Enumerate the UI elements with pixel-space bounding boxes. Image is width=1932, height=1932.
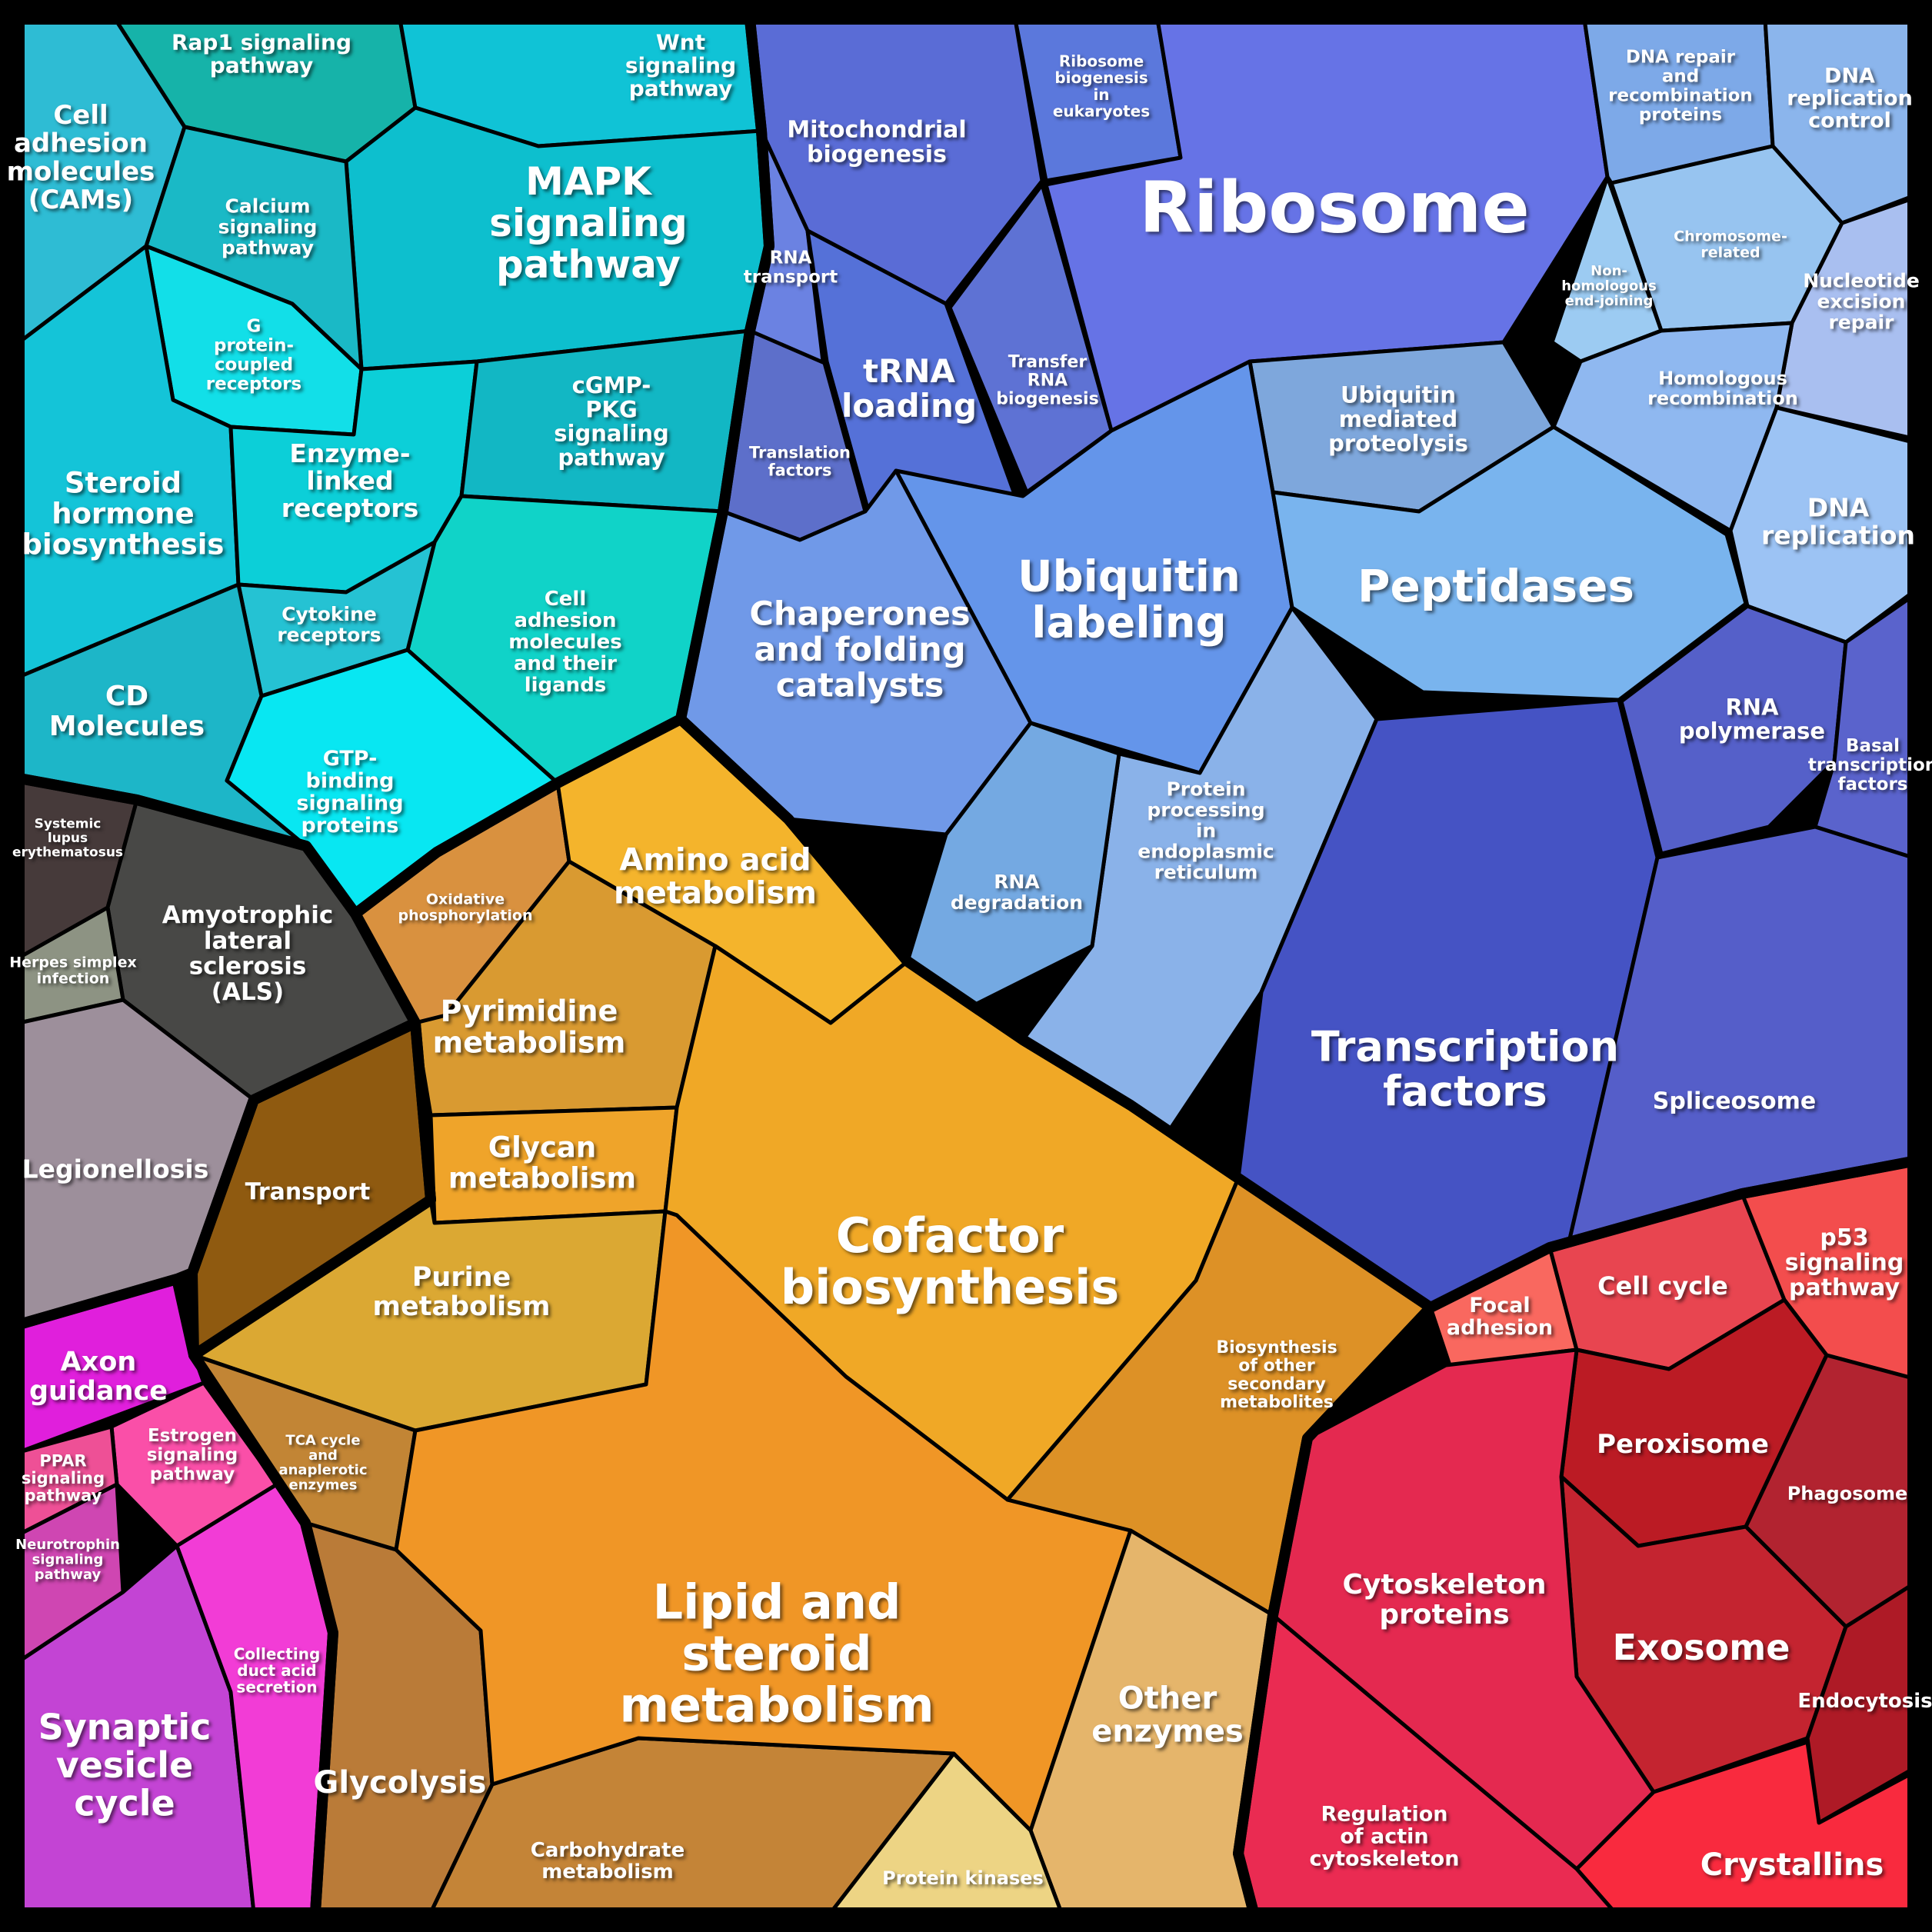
cell-cgmp-pkg-signaling-pathway[interactable]: [459, 328, 752, 514]
cell-mapk-signaling-pathway[interactable]: [344, 105, 771, 371]
cell-ribosome-biogenesis-in-eukaryotes[interactable]: [1013, 17, 1183, 183]
cell-glycan-metabolism[interactable]: [428, 1105, 679, 1225]
